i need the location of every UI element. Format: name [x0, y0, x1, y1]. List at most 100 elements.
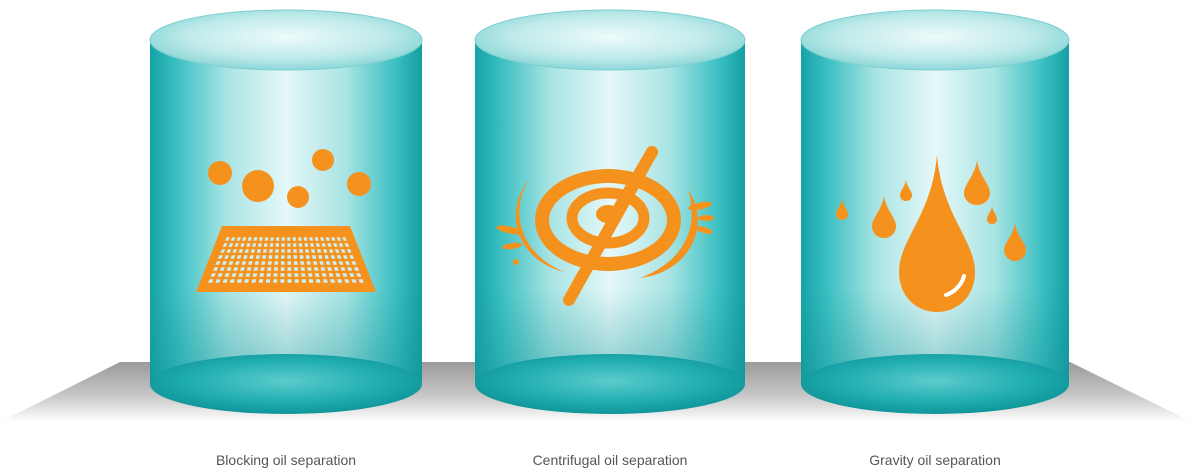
- mesh-hole: [233, 267, 239, 271]
- mesh-hole: [244, 279, 249, 283]
- mesh-hole: [281, 249, 285, 253]
- mesh-hole: [267, 261, 272, 265]
- mesh-hole: [236, 237, 241, 241]
- caption-centrifugal: Centrifugal oil separation: [532, 452, 688, 468]
- mesh-hole: [314, 267, 319, 271]
- mesh-hole: [351, 261, 357, 265]
- mesh-hole: [358, 279, 364, 283]
- mesh-hole: [287, 243, 291, 247]
- mesh-hole: [237, 279, 242, 283]
- mesh-hole: [274, 267, 278, 271]
- mesh-hole: [269, 243, 274, 247]
- mesh-hole: [266, 273, 271, 277]
- mesh-hole: [315, 279, 321, 283]
- mesh-hole: [248, 261, 253, 265]
- mesh-hole: [345, 261, 350, 265]
- mesh-hole: [219, 267, 225, 271]
- mesh-hole: [258, 279, 264, 283]
- mesh-hole: [287, 279, 292, 283]
- mesh-hole: [275, 249, 279, 253]
- mesh-hole: [229, 279, 235, 283]
- mesh-hole: [317, 249, 322, 253]
- mesh-hole: [222, 261, 227, 265]
- mesh-hole: [330, 279, 335, 283]
- mesh-hole: [274, 255, 279, 259]
- mesh-hole: [265, 279, 271, 283]
- mesh-filter-icon: [196, 149, 376, 292]
- mesh-hole: [231, 273, 237, 277]
- mesh-hole: [217, 273, 223, 277]
- mesh-hole: [251, 279, 257, 283]
- mesh-hole: [349, 273, 355, 277]
- mesh-hole: [236, 255, 242, 259]
- mesh-hole: [260, 267, 265, 271]
- mesh-hole: [232, 249, 237, 253]
- mesh-hole: [323, 249, 328, 253]
- mesh-hole: [344, 243, 350, 247]
- mesh-hole: [315, 273, 320, 277]
- mesh-hole: [230, 255, 236, 259]
- mesh-hole: [247, 237, 252, 241]
- mesh-hole: [301, 273, 306, 277]
- mesh-hole: [220, 249, 226, 253]
- mesh-hole: [225, 237, 230, 241]
- mesh-hole: [338, 261, 344, 265]
- mesh-hole: [301, 279, 307, 283]
- mesh-hole: [324, 255, 329, 259]
- mesh-hole: [267, 267, 272, 271]
- mesh-hole: [313, 261, 318, 265]
- mesh-hole: [328, 273, 334, 277]
- mesh-hole: [245, 273, 251, 277]
- mesh-hole: [268, 255, 273, 259]
- mesh-hole: [340, 249, 346, 253]
- mesh-hole: [356, 273, 362, 277]
- mesh-hole: [252, 273, 257, 277]
- mesh-hole: [273, 279, 278, 283]
- mesh-hole: [347, 267, 353, 271]
- mesh-hole: [351, 279, 357, 283]
- mesh-hole: [261, 261, 266, 265]
- mesh-hole: [310, 243, 314, 247]
- mesh-hole: [320, 267, 326, 271]
- mesh-hole: [263, 243, 268, 247]
- mesh-hole: [246, 267, 252, 271]
- mesh-hole: [312, 255, 317, 259]
- mesh-hole: [305, 255, 310, 259]
- mesh-hole: [353, 267, 359, 271]
- mesh-hole: [238, 249, 243, 253]
- mesh-hole: [325, 237, 330, 241]
- mesh-hole: [325, 261, 331, 265]
- mesh-hole: [333, 243, 338, 247]
- mesh-hole: [346, 249, 352, 253]
- mesh-hole: [293, 249, 297, 253]
- mesh-hole: [222, 243, 228, 247]
- mesh-hole: [250, 249, 255, 253]
- mesh-hole: [270, 237, 274, 241]
- mesh-hole: [258, 243, 262, 247]
- mesh-hole: [320, 237, 325, 241]
- mesh-hole: [292, 237, 296, 241]
- mesh-hole: [293, 243, 297, 247]
- mesh-hole: [222, 279, 228, 283]
- mesh-hole: [308, 279, 314, 283]
- mesh-hole: [307, 267, 312, 271]
- mesh-hole: [230, 237, 236, 241]
- mesh-hole: [281, 255, 285, 259]
- mesh-hole: [311, 249, 316, 253]
- mesh-hole: [224, 255, 229, 259]
- mesh-hole: [349, 255, 355, 259]
- mesh-hole: [287, 273, 292, 277]
- mesh-hole: [280, 261, 285, 265]
- mesh-hole: [281, 243, 285, 247]
- mesh-hole: [287, 237, 291, 241]
- mesh-hole: [306, 261, 311, 265]
- mesh-hole: [343, 255, 348, 259]
- mesh-hole: [319, 261, 324, 265]
- mesh-hole: [321, 243, 326, 247]
- mesh-hole: [294, 267, 298, 271]
- mesh-hole: [276, 237, 280, 241]
- mesh-hole: [344, 279, 350, 283]
- mesh-hole: [303, 237, 308, 241]
- mesh-hole: [298, 243, 303, 247]
- mesh-hole: [235, 261, 240, 265]
